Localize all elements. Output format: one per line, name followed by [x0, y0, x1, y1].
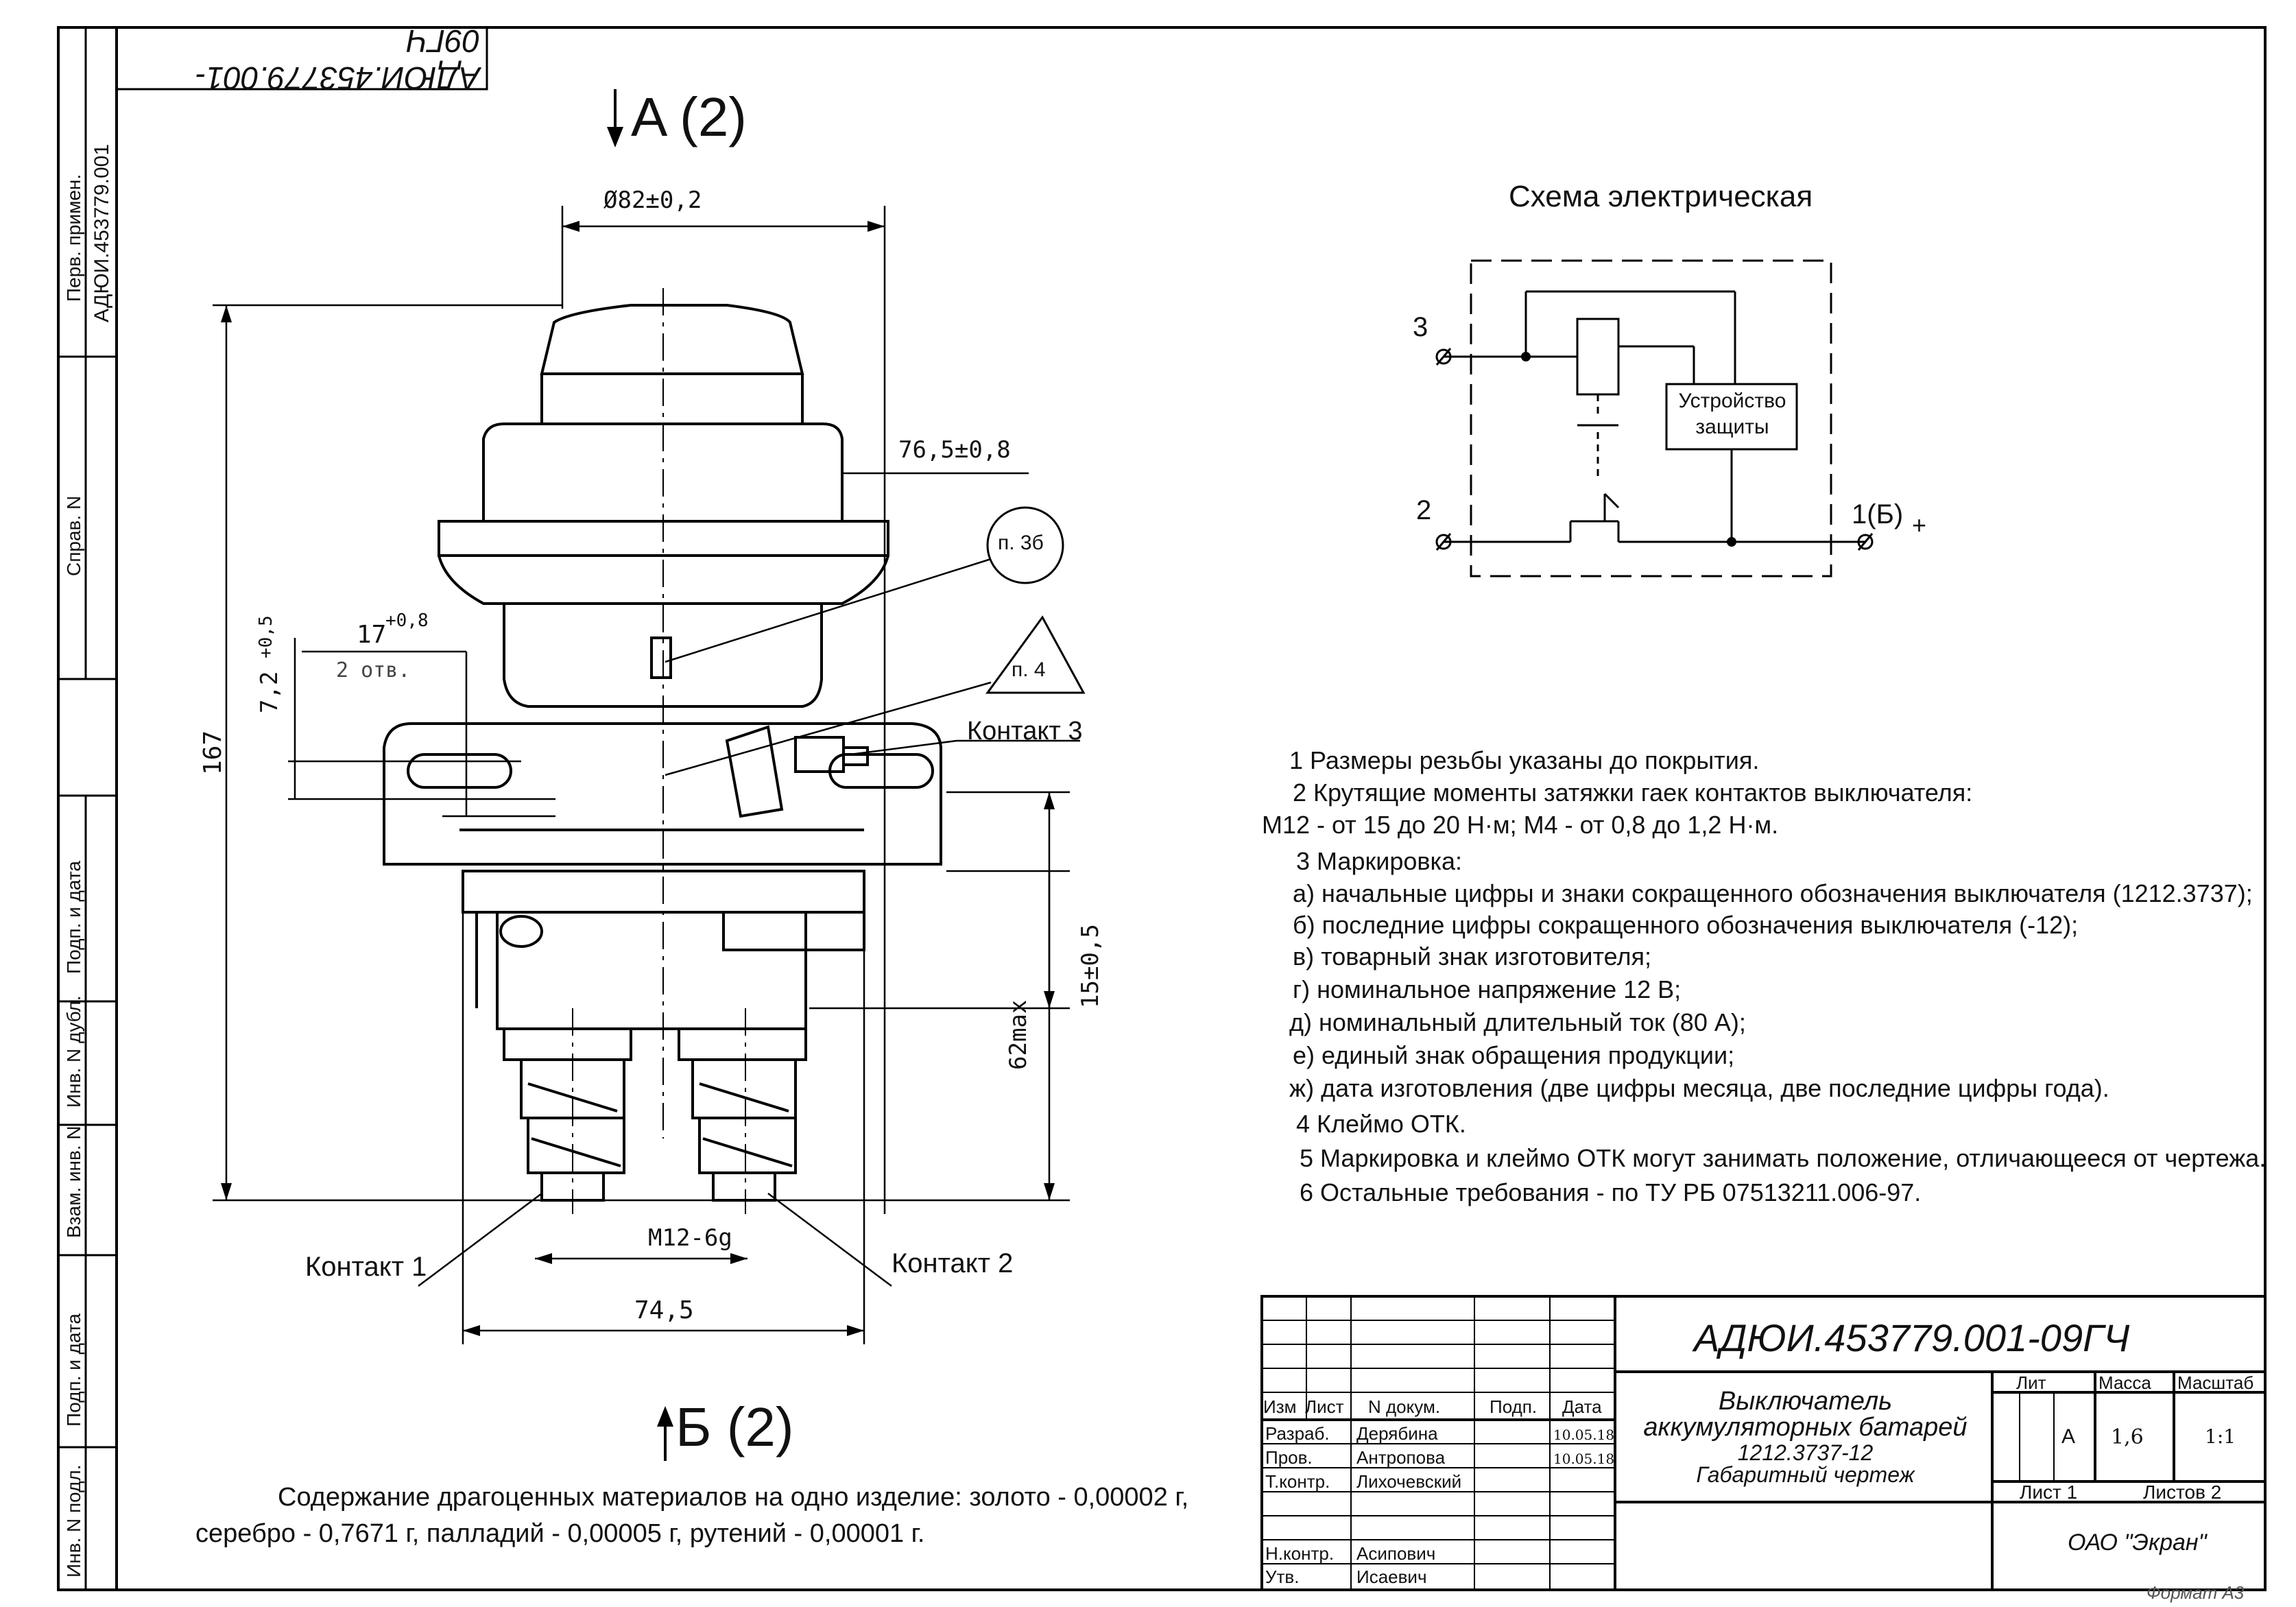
tb-name: Антропова	[1356, 1447, 1446, 1468]
schematic-lines	[1435, 259, 1874, 578]
tb-massa-label: Масса	[2098, 1372, 2151, 1393]
note-line: 3 Маркировка:	[1296, 847, 1463, 875]
note-line: 1 Размеры резьбы указаны до покрытия.	[1289, 746, 1760, 774]
tb-head-data: Дата	[1562, 1396, 1602, 1417]
dim-17: 17	[357, 621, 387, 649]
dim-m12: M12-6g	[648, 1224, 732, 1252]
callout-contact2: Контакт 2	[892, 1248, 1014, 1278]
tb-role: Утв.	[1265, 1567, 1300, 1587]
callout-contact1: Контакт 1	[305, 1252, 427, 1282]
dim-74: 74,5	[634, 1296, 694, 1324]
note-line: 2 Крутящие моменты затяжки гаек контакто…	[1293, 778, 1973, 807]
device-outline	[383, 304, 942, 1202]
dim-72: 7,2	[256, 671, 283, 713]
dim-167: 167	[199, 730, 227, 775]
terminal-3: 3	[1413, 312, 1428, 342]
view-a-label: A (2)	[631, 86, 747, 147]
callout-contact3: Контакт 3	[967, 717, 1083, 746]
tb-name: Исаевич	[1356, 1567, 1427, 1587]
tb-role: Т.контр.	[1265, 1471, 1330, 1492]
note-line: д) номинальный длительный ток (80 А);	[1289, 1008, 1746, 1036]
tb-name-line: Выключатель	[1718, 1387, 1893, 1416]
tb-date: 10.05.18	[1553, 1427, 1615, 1443]
note-line: г) номинальное напряжение 12 В;	[1293, 975, 1682, 1003]
inv-dubl: Инв. N дубл.	[63, 995, 84, 1108]
perv-primen-label: Перв. примен.	[63, 174, 84, 302]
tb-sheets: Листов 2	[2143, 1481, 2222, 1503]
tb-name: Лихочевский	[1356, 1471, 1462, 1492]
tb-name: Дерябина	[1356, 1423, 1438, 1444]
callout-triangle	[985, 615, 1086, 694]
protection-device: Устройство защиты	[1671, 388, 1794, 440]
tb-company: ОАО "Экран"	[2068, 1529, 2207, 1556]
tb-date: 10.05.18	[1553, 1451, 1615, 1467]
dim-diameter: Ø82±0,2	[603, 187, 702, 214]
dim-2otv: 2 отв.	[336, 658, 411, 682]
note-line: б) последние цифры сокращенного обозначе…	[1293, 911, 2079, 939]
note-line: 6 Остальные требования - по ТУ РБ 075132…	[1300, 1178, 1922, 1206]
protection-device-line-1: Устройство	[1678, 390, 1786, 412]
tb-name-line: аккумуляторных батарей	[1643, 1413, 1968, 1442]
tb-name-line: Габаритный чертеж	[1696, 1462, 1915, 1487]
callout-p4: п. 4	[1012, 658, 1046, 681]
vzam-inv: Взам. инв. N	[63, 1126, 84, 1238]
terminal-1: 1(Б)	[1852, 499, 1904, 529]
dimension-lines	[213, 206, 1080, 1344]
format-label: Формат А3	[2146, 1582, 2245, 1603]
terminal-2: 2	[1416, 495, 1432, 525]
callout-circle	[986, 506, 1064, 584]
tb-head-izm: Изм	[1263, 1396, 1297, 1417]
tb-masshtab-value: 1:1	[2205, 1425, 2236, 1448]
podp-data-2: Подп. и дата	[63, 1313, 84, 1427]
tb-name-line: 1212.3737-12	[1737, 1440, 1874, 1465]
inv-podl: Инв. N подл.	[63, 1464, 84, 1578]
dim-17-tol: +0,8	[385, 610, 429, 631]
note-line: 4 Клеймо ОТК.	[1296, 1110, 1466, 1138]
protection-device-line-2: защиты	[1695, 416, 1769, 438]
schematic-title: Схема электрическая	[1509, 180, 1813, 213]
tb-sheet: Лист 1	[2020, 1481, 2078, 1503]
tb-head-ndok: N докум.	[1368, 1396, 1441, 1417]
top-stamp: АДЮИ.453779.001-09ГЧ	[137, 23, 480, 96]
podp-data-1: Подп. и дата	[63, 861, 84, 974]
tb-lit-value: А	[2061, 1425, 2076, 1448]
terminal-plus: +	[1912, 511, 1927, 539]
callout-p3b: п. 3б	[998, 532, 1044, 554]
note-line: М12 - от 15 до 20 Н·м; М4 - от 0,8 до 1,…	[1262, 811, 1779, 839]
tb-head-podp: Подп.	[1490, 1396, 1538, 1417]
note-line: в) товарный знак изготовителя;	[1293, 942, 1651, 971]
precious-line-2: серебро - 0,7671 г, палладий - 0,00005 г…	[195, 1519, 925, 1548]
sprav-label: Справ. N	[63, 495, 84, 576]
view-b-label: Б (2)	[675, 1396, 794, 1457]
note-line: ж) дата изготовления (две цифры месяца, …	[1289, 1074, 2109, 1102]
tb-role: Разраб.	[1265, 1423, 1330, 1444]
tb-name: Асипович	[1356, 1543, 1436, 1564]
note-line: 5 Маркировка и клеймо ОТК могут занимать…	[1300, 1144, 2267, 1172]
note-line: а) начальные цифры и знаки сокращенного …	[1293, 879, 2253, 907]
precious-line-1: Содержание драгоценных материалов на одн…	[278, 1483, 1189, 1512]
tb-role: Н.контр.	[1265, 1543, 1335, 1564]
tb-role: Пров.	[1265, 1447, 1313, 1468]
tb-head-list: Лист	[1305, 1396, 1344, 1417]
note-line: е) единый знак обращения продукции;	[1293, 1041, 1735, 1069]
top-stamp-text: АДЮИ.453779.001-09ГЧ	[195, 23, 480, 96]
tb-product-name: Выключатель аккумуляторных батарей 1212.…	[1625, 1387, 1985, 1487]
dim-15: 15±0,5	[1077, 924, 1104, 1008]
dim-72-tol: +0,5	[256, 615, 276, 658]
tb-massa-value: 1,6	[2111, 1425, 2144, 1449]
dim-76: 76,5±0,8	[898, 436, 1011, 464]
dim-62max: 62max	[1005, 999, 1032, 1070]
tb-masshtab-label: Масштаб	[2177, 1372, 2254, 1393]
tb-designation: АДЮИ.453779.001-09ГЧ	[1694, 1316, 2130, 1359]
tb-lit-label: Лит	[2016, 1372, 2046, 1393]
perv-primen-value: АДЮИ.453779.001	[91, 143, 113, 322]
